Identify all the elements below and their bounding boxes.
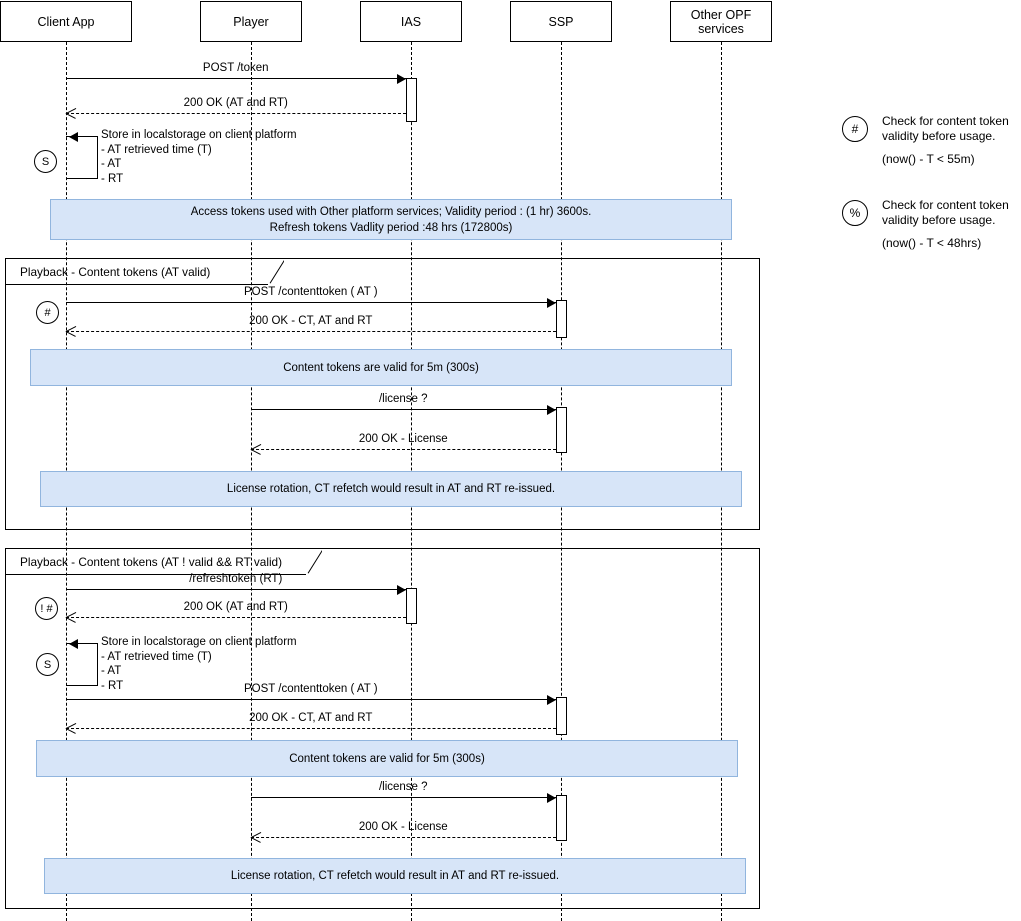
message-line-m9: [66, 699, 556, 700]
message-label-m7: /refreshtoken (RT): [189, 573, 283, 585]
arrowhead-right-icon: [396, 73, 406, 84]
legend-text-legend-percent: Check for content token validity before …: [882, 198, 1009, 227]
message-label-m3: POST /contenttoken ( AT ): [243, 286, 378, 298]
message-line-m10: [66, 728, 556, 729]
fragment-label-wrap: Playback - Content tokens (AT valid): [6, 259, 284, 285]
activation-bar-ssp: [556, 300, 567, 338]
fragment-corner-notch: [268, 259, 284, 285]
note-n5: License rotation, CT refetch would resul…: [44, 858, 746, 894]
message-label-m1: POST /token: [202, 62, 269, 74]
arrowhead-left-solid-icon: [69, 131, 78, 142]
message-label-m9: POST /contenttoken ( AT ): [243, 683, 378, 695]
message-label-m4: 200 OK - CT, AT and RT: [249, 315, 373, 327]
legend-symbol-legend-hash: #: [842, 116, 868, 142]
message-line-m12: [251, 837, 556, 838]
self-message-text-s2: Store in localstorage on client platform…: [101, 636, 297, 692]
note-n3: License rotation, CT refetch would resul…: [40, 471, 742, 507]
fragment-f2: Playback - Content tokens (AT ! valid &&…: [5, 548, 760, 909]
legend-sub-legend-percent: (now() - T < 48hrs): [882, 236, 982, 250]
message-line-m7: [66, 589, 406, 590]
actor-label: IAS: [400, 14, 422, 29]
arrowhead-left-icon: [66, 723, 76, 734]
message-label-m2: 200 OK (AT and RT): [183, 97, 288, 109]
legend-symbol-legend-percent: %: [842, 200, 868, 226]
message-line-m4: [66, 331, 556, 332]
actor-label: Player: [233, 14, 269, 29]
condition-marker-c3: ! #: [35, 597, 58, 620]
message-label-m10: 200 OK - CT, AT and RT: [249, 712, 373, 724]
message-line-m6: [251, 449, 556, 450]
arrowhead-right-icon: [546, 694, 556, 705]
message-line-m5: [251, 409, 556, 410]
fragment-f1: Playback - Content tokens (AT valid): [5, 258, 760, 530]
actor-label: Other OPF services: [690, 7, 752, 36]
message-line-m11: [251, 797, 556, 798]
activation-bar-ias: [406, 78, 417, 122]
message-line-m2: [66, 113, 406, 114]
message-label-m6: 200 OK - License: [358, 433, 448, 445]
self-message-s1: [66, 136, 98, 179]
message-label-m8: 200 OK (AT and RT): [183, 601, 288, 613]
arrowhead-left-solid-icon: [69, 638, 78, 649]
note-text: License rotation, CT refetch would resul…: [226, 483, 556, 495]
note-text: Content tokens are valid for 5m (300s): [283, 361, 479, 374]
actor-header-opf[interactable]: Other OPF services: [670, 1, 772, 42]
note-text: Access tokens used with Other platform s…: [190, 205, 592, 234]
note-n2: Content tokens are valid for 5m (300s): [30, 349, 732, 386]
condition-marker-c2: #: [36, 301, 59, 324]
activation-bar-ias: [406, 588, 417, 624]
fragment-label: Playback - Content tokens (AT ! valid &&…: [6, 549, 306, 575]
condition-marker-c4: S: [36, 653, 59, 676]
activation-bar-ssp: [556, 407, 567, 453]
message-line-m1: [66, 78, 406, 79]
arrowhead-left-icon: [66, 108, 76, 119]
condition-marker-c1: S: [34, 150, 57, 173]
arrowhead-right-icon: [546, 297, 556, 308]
actor-header-player[interactable]: Player: [200, 1, 302, 42]
arrowhead-right-icon: [546, 404, 556, 415]
actor-label: Client App: [37, 14, 95, 29]
message-label-m11: /license ?: [378, 781, 428, 793]
arrowhead-right-icon: [546, 792, 556, 803]
arrowhead-left-icon: [251, 832, 261, 843]
fragment-label-wrap: Playback - Content tokens (AT ! valid &&…: [6, 549, 322, 575]
activation-bar-ssp: [556, 697, 567, 735]
legend-sub-legend-hash: (now() - T < 55m): [882, 152, 975, 166]
fragment-label: Playback - Content tokens (AT valid): [6, 259, 268, 285]
arrowhead-left-icon: [251, 444, 261, 455]
arrowhead-left-icon: [66, 612, 76, 623]
arrowhead-left-icon: [66, 326, 76, 337]
note-text: License rotation, CT refetch would resul…: [230, 870, 560, 882]
fragment-corner-notch: [306, 549, 322, 575]
actor-header-ias[interactable]: IAS: [360, 1, 462, 42]
arrowhead-right-icon: [396, 584, 406, 595]
message-line-m8: [66, 617, 406, 618]
actor-header-ssp[interactable]: SSP: [510, 1, 612, 42]
note-text: Content tokens are valid for 5m (300s): [289, 752, 485, 765]
self-message-text-s1: Store in localstorage on client platform…: [101, 129, 297, 185]
note-n4: Content tokens are valid for 5m (300s): [36, 740, 738, 777]
message-label-m5: /license ?: [378, 393, 428, 405]
message-line-m3: [66, 302, 556, 303]
note-n1: Access tokens used with Other platform s…: [50, 199, 732, 240]
actor-label: SSP: [548, 14, 574, 29]
actor-header-client[interactable]: Client App: [0, 1, 132, 42]
message-label-m12: 200 OK - License: [358, 821, 448, 833]
legend-text-legend-hash: Check for content token validity before …: [882, 114, 1009, 143]
self-message-s2: [66, 643, 98, 686]
activation-bar-ssp: [556, 795, 567, 841]
